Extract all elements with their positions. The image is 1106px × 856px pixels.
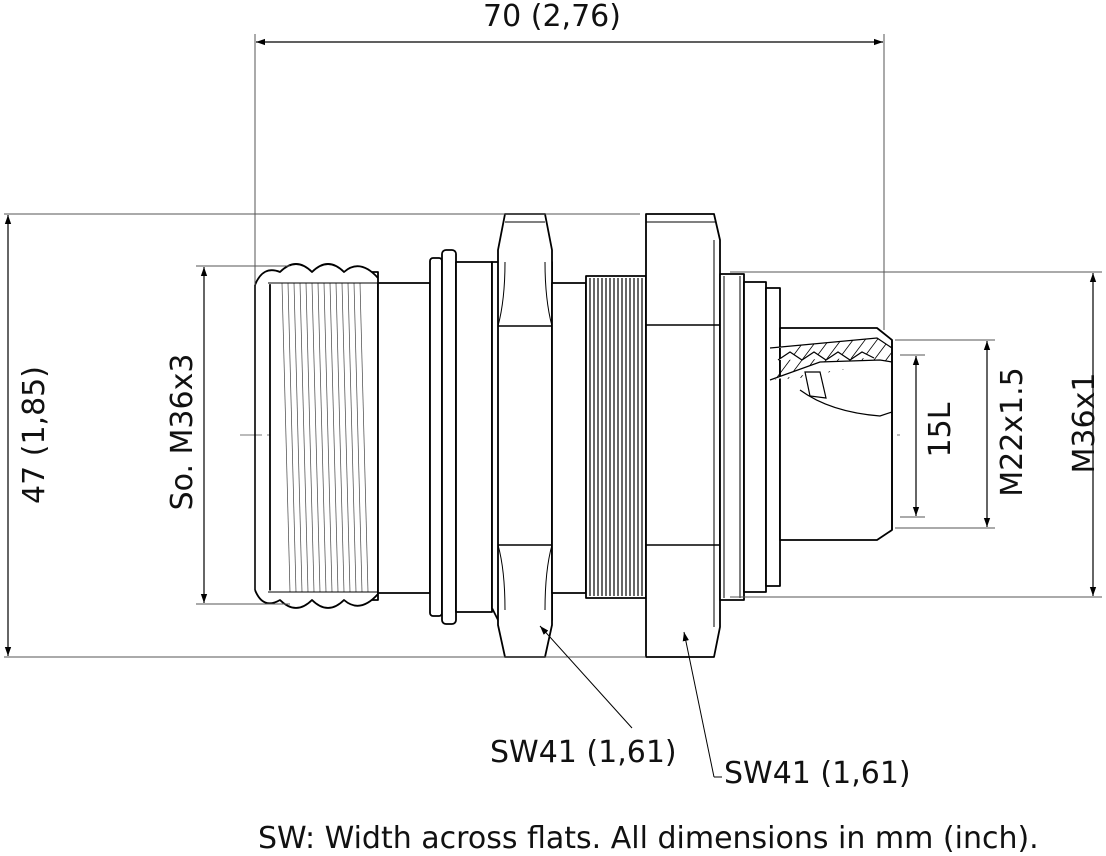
footnote: SW: Width across flats. All dimensions i… [258,821,1039,856]
dim-overall-height-label: 47 (1,85) [17,366,52,504]
hex-nut-right [645,213,721,658]
dim-socket-thread-label: So. M36x3 [165,354,200,511]
dim-overall-height [4,213,646,658]
callout-nut-right: SW41 (1,61) [724,756,911,791]
hex-nut-left [491,213,553,658]
socket-neck [377,282,431,594]
center-body [551,275,647,599]
collar-rings [429,249,493,625]
leader-nut-right [682,631,722,778]
dim-overall-length [254,34,885,330]
dim-tube-size-label: 15L [923,402,958,457]
dim-overall-length-label: 70 (2,76) [483,0,621,34]
callout-nut-left: SW41 (1,61) [490,735,677,770]
thread-lines [281,282,369,593]
dim-fitting-thread [895,339,995,529]
compression-fitting [769,327,893,541]
dim-socket-thread [196,265,290,605]
dim-tube-size [900,354,925,518]
dim-fitting-thread-label: M22x1.5 [995,367,1030,497]
dim-body-thread-label: M36x1 [1067,373,1102,474]
dim-body-thread [730,271,1102,598]
socket-thread-section [254,263,379,609]
leader-nut-left [539,625,633,729]
rear-body [719,273,781,601]
